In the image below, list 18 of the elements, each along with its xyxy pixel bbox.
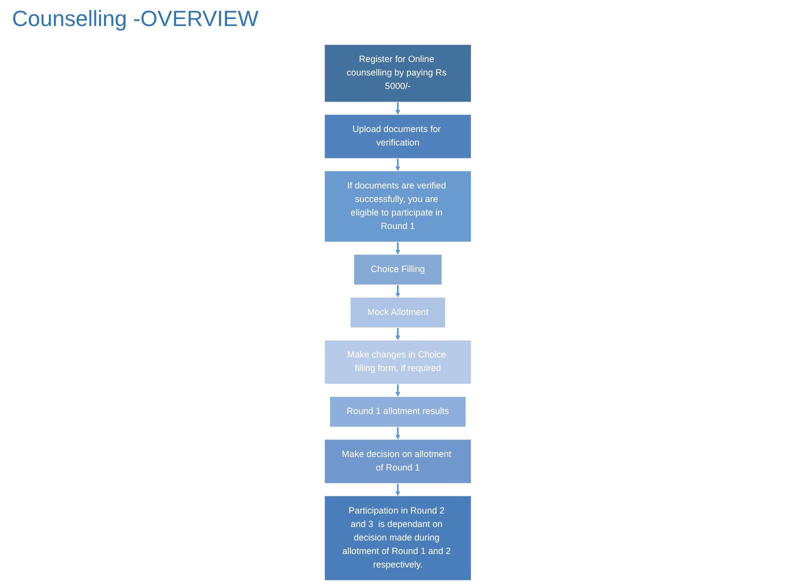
arrow [396, 158, 400, 172]
node-box: Upload documents for verification [324, 114, 472, 159]
arrow [396, 384, 400, 397]
node-box: Participation in Round 2 and 3 is dependant on decision made during allotment of Round 1 and 2 respectively. [324, 496, 472, 581]
diagram-title: Counselling -OVERVIEW [12, 6, 259, 32]
arrow [396, 328, 400, 340]
arrow [396, 284, 400, 298]
arrow [396, 102, 400, 115]
node-box: Make decision on allotment of Round 1 [324, 439, 472, 484]
node-box: If documents are verified successfully, you are eligible to participate in Round 1 [324, 170, 472, 242]
node-box: Mock Allotment [350, 296, 446, 328]
arrow [396, 242, 400, 255]
node-box: Make changes in Choice filling form, if required [324, 340, 472, 384]
arrow [396, 483, 400, 496]
node-box: Choice Filling [354, 254, 442, 286]
node-box: Register for Online counselling by paying Rs 5000/- [324, 44, 472, 102]
node-box: Round 1 allotment results [330, 396, 466, 428]
arrow [396, 427, 400, 440]
